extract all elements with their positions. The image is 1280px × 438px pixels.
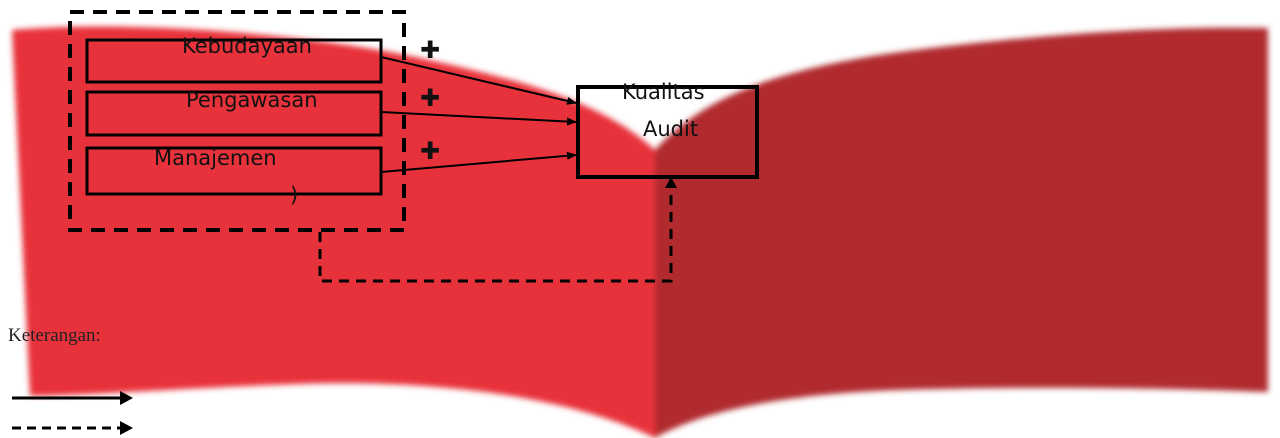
node-pengawasan-label: Pengawasan — [186, 88, 318, 112]
node-kualitas-label: Kualitas — [622, 80, 705, 104]
legend-solid-arrowhead — [120, 391, 133, 405]
plus-sign-2: ✚ — [420, 84, 441, 112]
book-left-page — [12, 26, 655, 438]
node-kualitas-audit-box — [576, 85, 759, 179]
plus-sign-1: ✚ — [420, 36, 441, 64]
plus-sign-3: ✚ — [420, 137, 441, 165]
independent-group-dashed-box — [68, 10, 406, 232]
node-pengawasan-box — [85, 90, 383, 137]
book-right-page — [655, 27, 1268, 438]
node-audit-label: Audit — [643, 117, 699, 141]
legend-dashed-arrowhead — [120, 421, 133, 435]
book-background — [12, 26, 1268, 438]
arrow-manajemen-to-kualitas — [380, 151, 577, 173]
node-kebudayaan-label: Kebudayaan — [182, 34, 312, 58]
node-manajemen-extra-label: ) — [290, 183, 299, 207]
legend-title: Keterangan: — [8, 325, 101, 346]
moderation-dashed-path — [318, 188, 673, 283]
node-manajemen-label: Manajemen — [154, 146, 277, 170]
node-kebudayaan-box — [85, 38, 383, 84]
arrow-pengawasan-to-kualitas — [380, 111, 577, 126]
moderation-arrowhead — [665, 177, 677, 188]
arrow-kebudayaan-to-kualitas — [380, 56, 577, 105]
